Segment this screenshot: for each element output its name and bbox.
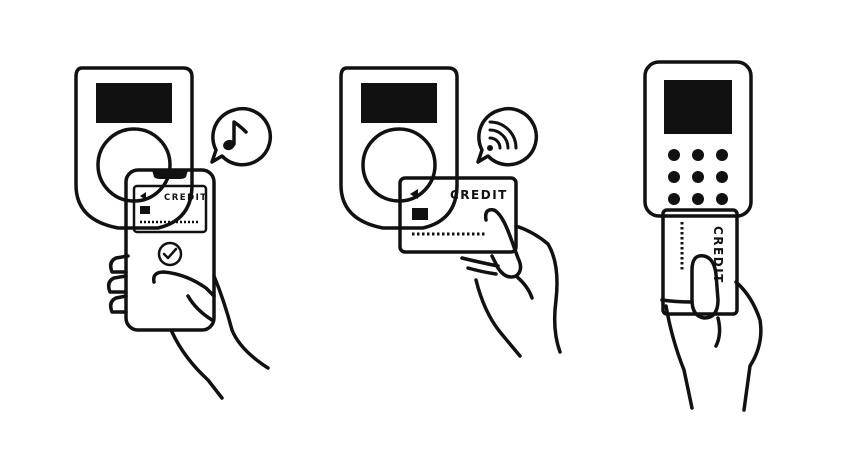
inserted-card-label: CREDIT bbox=[711, 226, 725, 284]
credit-card: CREDIT bbox=[398, 176, 518, 254]
hand-holding-card bbox=[460, 207, 562, 358]
keypad bbox=[668, 149, 728, 205]
hand-inserting-card bbox=[660, 254, 763, 412]
card-label: CREDIT bbox=[450, 188, 508, 202]
play-arrow-icon bbox=[140, 192, 146, 200]
hand-holding-phone bbox=[106, 254, 130, 314]
card-chip-2 bbox=[412, 208, 428, 220]
card-chip bbox=[140, 206, 150, 214]
phone-payment-scene: CREDIT bbox=[74, 66, 273, 400]
checkmark-icon bbox=[157, 241, 183, 267]
inserted-card: CREDIT bbox=[661, 208, 739, 316]
contactless-bubble bbox=[476, 106, 539, 167]
phone-card-label: CREDIT bbox=[164, 193, 208, 203]
handheld-screen bbox=[664, 80, 732, 134]
contactless-icon bbox=[487, 120, 518, 151]
contactless-card-scene: CREDIT bbox=[339, 66, 562, 358]
thumb bbox=[151, 270, 270, 400]
phone-screen-card: CREDIT bbox=[132, 184, 208, 234]
handheld-terminal bbox=[643, 60, 753, 218]
sound-bubble bbox=[210, 106, 273, 167]
music-note-icon bbox=[223, 120, 248, 151]
terminal-screen-2 bbox=[361, 83, 437, 123]
terminal-screen bbox=[96, 83, 172, 123]
card-insert-scene: CREDIT bbox=[643, 60, 763, 412]
smartphone: CREDIT bbox=[124, 168, 216, 332]
play-arrow-icon-2 bbox=[410, 189, 418, 199]
